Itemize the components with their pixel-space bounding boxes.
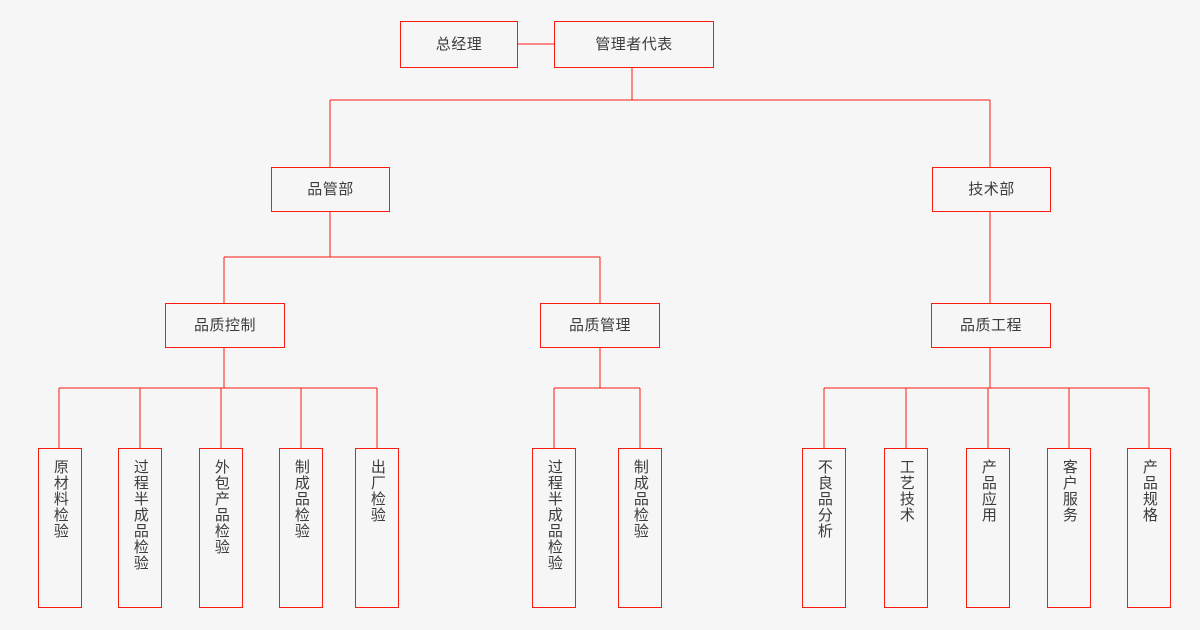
node-label-process-technology: 工艺技术 xyxy=(897,459,916,523)
node-quality-control-section[interactable]: 品质控制 xyxy=(165,303,285,348)
node-customer-service[interactable]: 客户服务 xyxy=(1047,448,1091,608)
node-label-factory-outgoing-inspection: 出厂检验 xyxy=(368,459,387,523)
node-label-in-process-semifinished-inspection-qm: 过程半成品检验 xyxy=(545,459,564,571)
node-label-quality-control-section: 品质控制 xyxy=(193,315,256,334)
node-label-outsourced-product-inspection: 外包产品检验 xyxy=(212,459,231,555)
node-outsourced-product-inspection[interactable]: 外包产品检验 xyxy=(199,448,243,608)
node-label-finished-product-inspection-qc: 制成品检验 xyxy=(292,459,311,539)
node-label-quality-engineering-section: 品质工程 xyxy=(959,315,1022,334)
node-label-raw-material-inspection: 原材料检验 xyxy=(51,459,70,539)
node-defective-product-analysis[interactable]: 不良品分析 xyxy=(802,448,846,608)
node-label-general-manager: 总经理 xyxy=(435,34,483,53)
node-product-application[interactable]: 产品应用 xyxy=(966,448,1010,608)
node-label-management-representative: 管理者代表 xyxy=(595,34,673,53)
node-technical-dept[interactable]: 技术部 xyxy=(932,167,1051,212)
node-finished-product-inspection-qm[interactable]: 制成品检验 xyxy=(618,448,662,608)
node-label-in-process-semifinished-inspection-qc: 过程半成品检验 xyxy=(131,459,150,571)
node-label-technical-dept: 技术部 xyxy=(968,179,1015,198)
node-product-specification[interactable]: 产品规格 xyxy=(1127,448,1171,608)
node-label-quality-management-section: 品质管理 xyxy=(568,315,631,334)
node-quality-engineering-section[interactable]: 品质工程 xyxy=(931,303,1051,348)
node-management-representative[interactable]: 管理者代表 xyxy=(554,21,714,68)
node-label-finished-product-inspection-qm: 制成品检验 xyxy=(631,459,650,539)
node-label-quality-control-dept: 品管部 xyxy=(307,179,354,198)
node-label-customer-service: 客户服务 xyxy=(1060,459,1079,523)
node-quality-management-section[interactable]: 品质管理 xyxy=(540,303,660,348)
node-raw-material-inspection[interactable]: 原材料检验 xyxy=(38,448,82,608)
node-process-technology[interactable]: 工艺技术 xyxy=(884,448,928,608)
node-quality-control-dept[interactable]: 品管部 xyxy=(271,167,390,212)
node-label-defective-product-analysis: 不良品分析 xyxy=(815,459,834,539)
node-general-manager[interactable]: 总经理 xyxy=(400,21,518,68)
node-finished-product-inspection-qc[interactable]: 制成品检验 xyxy=(279,448,323,608)
node-factory-outgoing-inspection[interactable]: 出厂检验 xyxy=(355,448,399,608)
node-label-product-specification: 产品规格 xyxy=(1140,459,1159,523)
node-in-process-semifinished-inspection-qm[interactable]: 过程半成品检验 xyxy=(532,448,576,608)
node-in-process-semifinished-inspection-qc[interactable]: 过程半成品检验 xyxy=(118,448,162,608)
node-label-product-application: 产品应用 xyxy=(979,459,998,523)
